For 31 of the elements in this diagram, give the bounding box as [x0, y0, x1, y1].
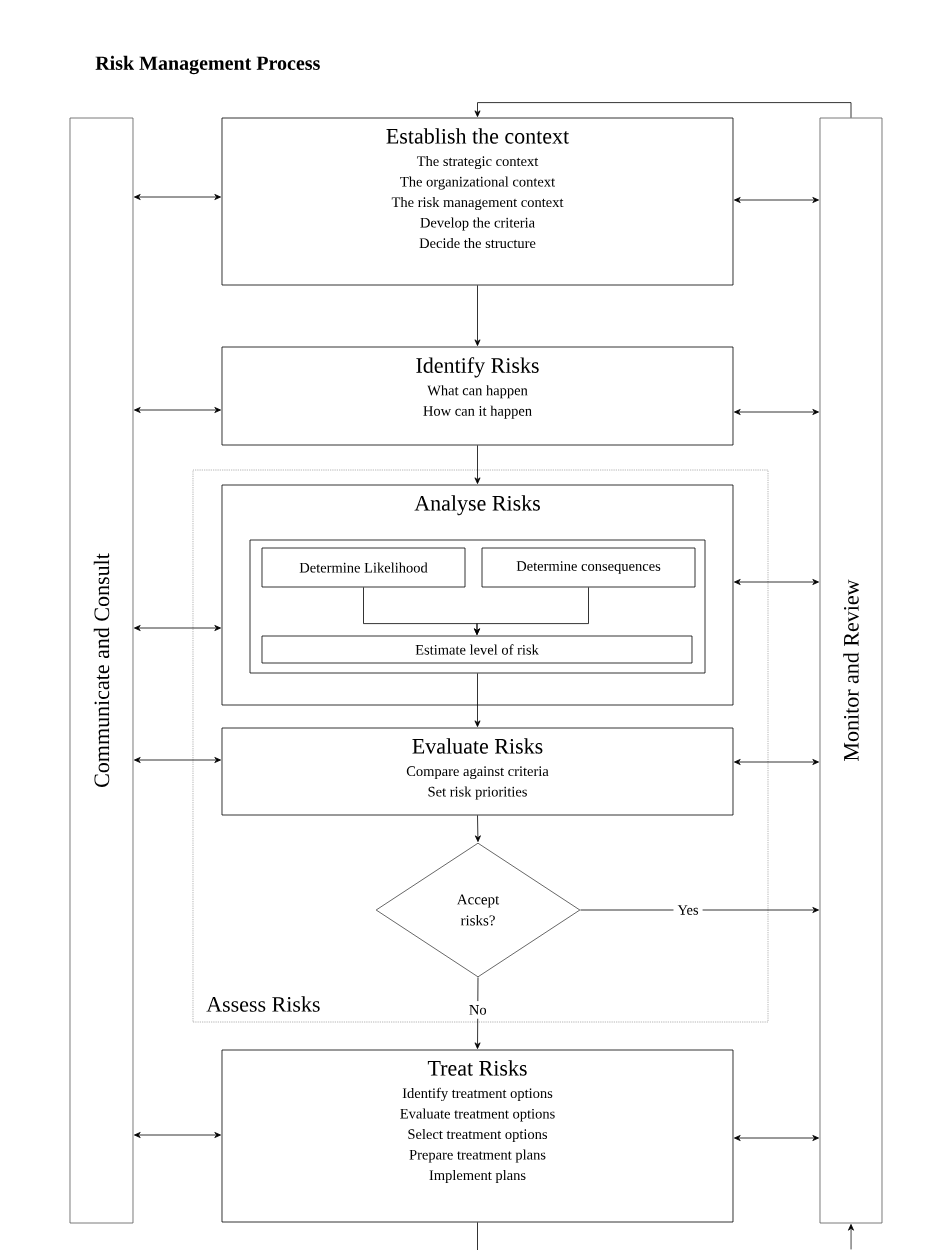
arrow [734, 759, 819, 765]
arrow [474, 587, 589, 635]
process-box: Establish the context The strategic context The organizational context The risk management context Develop the criteria Decide the structure [221, 117, 734, 286]
side-bar: Communicate and Consult [69, 117, 134, 1224]
process-box: Evaluate Risks Compare against criteria Set risk priorities [221, 727, 734, 816]
arrow [134, 1132, 221, 1138]
arrow [134, 407, 221, 413]
arrow [474, 102, 852, 118]
process-box: Determine consequences [481, 547, 696, 588]
process-box: Treat Risks Identify treatment options Evaluate treatment options Select treatment options Prepare treatment plans Implement plans [221, 1049, 734, 1223]
arrow [580, 907, 819, 913]
arrow [474, 977, 481, 1049]
edge-label: Yes [673, 901, 703, 919]
process-box: Estimate level of risk [261, 635, 693, 664]
arrow [734, 409, 819, 415]
arrow [734, 1135, 819, 1141]
process-box: Determine Likelihood [261, 547, 466, 588]
arrow [734, 197, 819, 203]
arrow [474, 815, 481, 842]
side-bar: Monitor and Review [819, 117, 883, 1224]
arrow [474, 285, 481, 346]
arrow [474, 445, 481, 484]
title: Risk Management Process [95, 55, 320, 75]
arrow [134, 194, 221, 200]
arrow [474, 673, 481, 727]
edge-label: No [464, 1001, 491, 1019]
arrow [734, 579, 819, 585]
arrow [134, 757, 221, 763]
arrow [848, 1224, 854, 1250]
process-box: Identify Risks What can happen How can it happen [221, 346, 734, 446]
arrow [134, 625, 221, 631]
